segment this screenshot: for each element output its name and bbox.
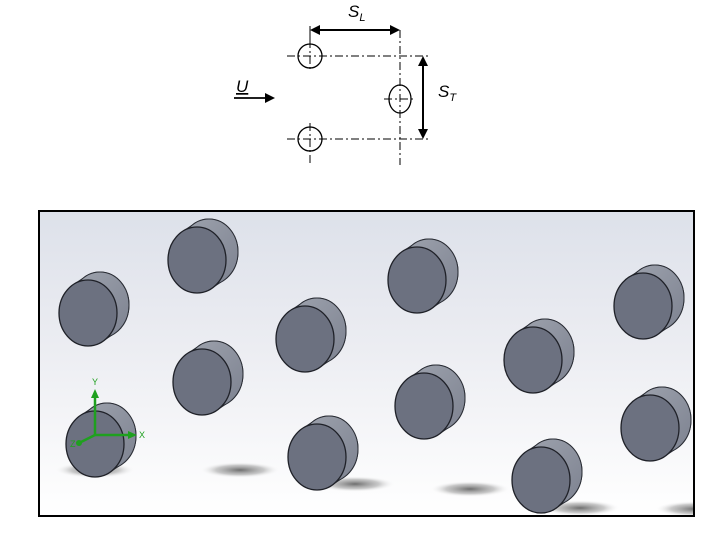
cylinder (172, 340, 244, 416)
cylinder (503, 318, 575, 394)
tube-arrangement-schematic: SL ST U (234, 2, 457, 165)
cylinder (287, 415, 359, 491)
tube-circle-downstream (388, 84, 412, 114)
cylinders (58, 218, 692, 514)
tube-circle-upstream-bottom (297, 126, 323, 152)
cylinder (387, 238, 459, 314)
triad-y-label: Y (92, 377, 98, 387)
cylinder-scene: Y X Z (55, 218, 693, 515)
sl-label: SL (348, 2, 365, 24)
cylinder-shadow (655, 501, 693, 515)
cylinder (58, 271, 130, 347)
center-lines (287, 30, 430, 165)
3d-viewport[interactable]: Y X Z (38, 210, 695, 517)
cylinder (275, 297, 347, 373)
st-label: ST (438, 82, 457, 104)
axis-triad-icon: Y X Z (70, 377, 145, 449)
cylinder (620, 386, 692, 462)
triad-x-label: X (139, 430, 145, 440)
cylinder-shadow (200, 462, 280, 478)
cylinder (394, 364, 466, 440)
triad-z-label: Z (70, 439, 76, 449)
flow-label: U (236, 77, 249, 96)
cylinder-shadow (430, 481, 510, 497)
cylinder (613, 264, 685, 340)
cylinder (167, 218, 239, 294)
cylinder (511, 438, 583, 514)
floor-shadows (55, 462, 693, 515)
